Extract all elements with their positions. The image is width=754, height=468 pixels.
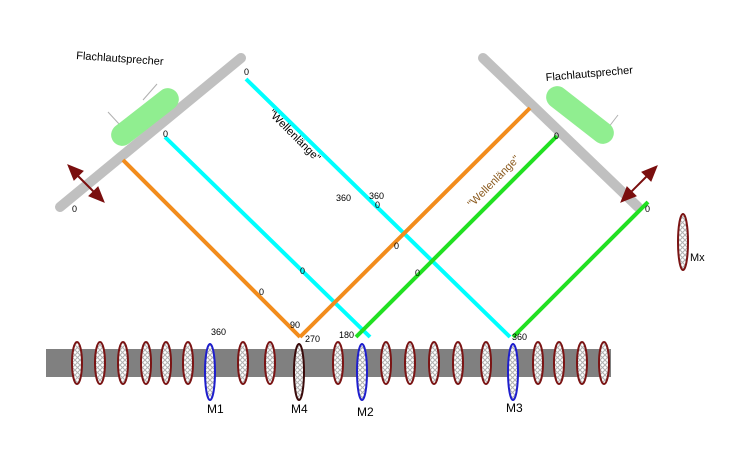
phase-label: 90 bbox=[290, 320, 300, 330]
ring bbox=[264, 341, 276, 385]
phase-label: 360 bbox=[211, 327, 226, 337]
orange-ray-1 bbox=[121, 158, 302, 339]
microphone-label-mx: Mx bbox=[690, 252, 705, 264]
ring bbox=[404, 341, 416, 385]
phase-label: 0 bbox=[645, 204, 650, 214]
right-adjust-arrow bbox=[620, 165, 658, 203]
cyan-ray-1 bbox=[244, 77, 512, 339]
phase-label: 360 bbox=[369, 191, 384, 201]
speaker-label-left: Flachlautsprecher bbox=[76, 50, 164, 68]
ring bbox=[576, 341, 588, 385]
ring bbox=[71, 341, 83, 385]
right-mirror bbox=[478, 53, 643, 212]
microphone-m2-ring bbox=[356, 343, 368, 401]
left-adjust-arrow bbox=[67, 164, 105, 203]
microphone-label-m1: M1 bbox=[207, 402, 224, 416]
phase-label: 0 bbox=[394, 241, 399, 251]
rod bbox=[46, 349, 611, 377]
ring bbox=[160, 341, 172, 385]
ring bbox=[140, 341, 152, 385]
ring bbox=[117, 341, 129, 385]
phase-label: 360 bbox=[336, 193, 351, 203]
phase-label: 0 bbox=[554, 131, 559, 141]
phase-label: 0 bbox=[163, 129, 168, 139]
ring bbox=[532, 341, 544, 385]
microphone-mx-ring bbox=[677, 213, 689, 271]
ring bbox=[480, 341, 492, 385]
ring bbox=[237, 341, 249, 385]
microphone-label-m4: M4 bbox=[291, 402, 308, 416]
phase-label: 0 bbox=[415, 268, 420, 278]
microphone-label-m2: M2 bbox=[357, 405, 374, 419]
green-ray-2 bbox=[511, 200, 650, 339]
phase-label: 360 bbox=[512, 332, 527, 342]
orange-ray-2 bbox=[298, 106, 532, 339]
microphone-label-m3: M3 bbox=[506, 401, 523, 415]
speaker-label-right: Flachlautsprecher bbox=[545, 64, 633, 84]
phase-label: 180 bbox=[339, 330, 354, 340]
phase-label: 0 bbox=[300, 266, 305, 276]
microphone-m4-ring bbox=[293, 343, 305, 401]
ring bbox=[182, 341, 194, 385]
ring bbox=[94, 341, 106, 385]
ring bbox=[452, 341, 464, 385]
ring bbox=[380, 341, 392, 385]
left-speaker bbox=[107, 83, 179, 146]
microphone-m3-ring bbox=[507, 343, 519, 401]
microphone-m1-ring bbox=[204, 343, 216, 401]
phase-label: 0 bbox=[259, 287, 264, 297]
phase-label: 0 bbox=[72, 204, 77, 214]
green-ray-1 bbox=[354, 134, 559, 339]
phase-label: 270 bbox=[305, 334, 320, 344]
ring bbox=[598, 341, 610, 385]
ring bbox=[553, 341, 565, 385]
right-speaker bbox=[546, 86, 619, 144]
phase-label: 0 bbox=[244, 67, 249, 77]
ring bbox=[332, 341, 344, 385]
ring bbox=[428, 341, 440, 385]
left-mirror bbox=[55, 53, 246, 212]
phase-label: 0 bbox=[375, 200, 380, 210]
wavelength-label-left: "Wellenlänge" bbox=[266, 108, 323, 165]
